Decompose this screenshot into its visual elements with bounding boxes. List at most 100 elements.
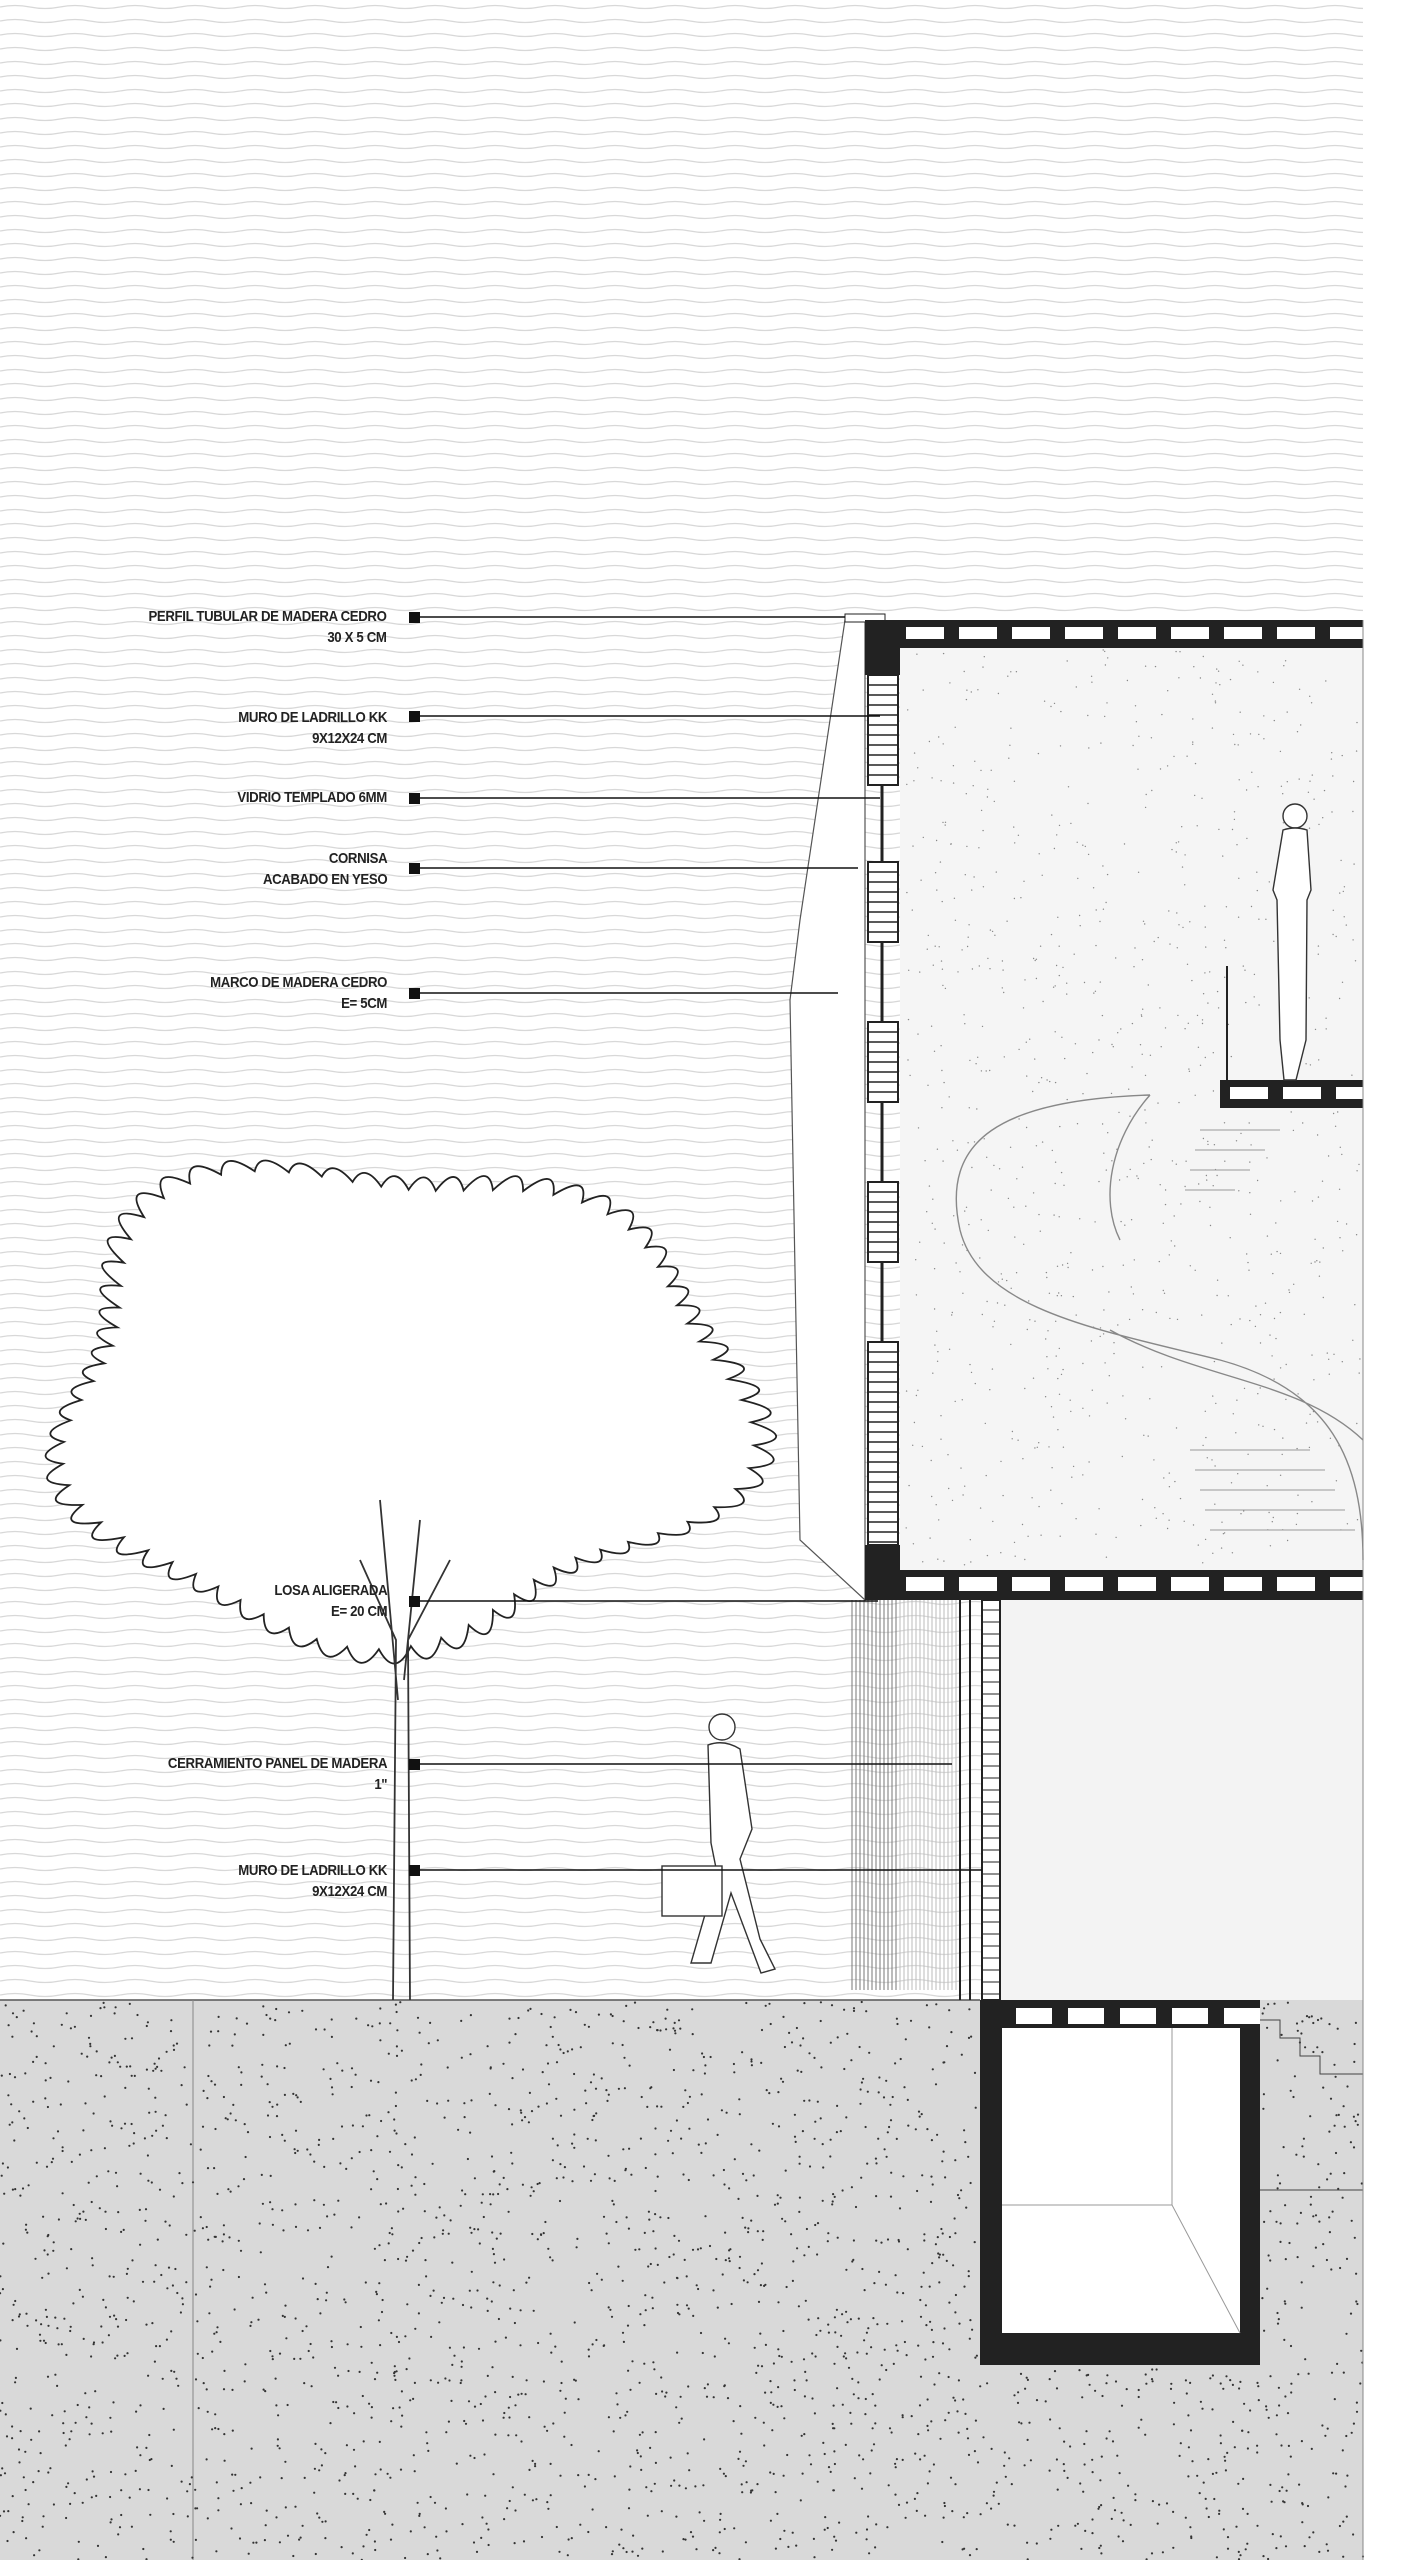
texture-dot <box>1 2401 4 2405</box>
texture-dot <box>1273 1378 1275 1380</box>
texture-dot <box>543 2425 546 2428</box>
texture-dot <box>530 2186 533 2189</box>
texture-dot <box>529 2007 532 2010</box>
texture-dot <box>378 2022 381 2025</box>
texture-dot <box>1284 2545 1288 2548</box>
texture-dot <box>377 2319 380 2322</box>
texture-dot <box>804 2299 807 2302</box>
texture-dot <box>1048 1446 1050 1448</box>
texture-dot <box>1286 781 1289 783</box>
texture-dot <box>1169 1317 1171 1320</box>
texture-dot <box>638 2433 642 2436</box>
texture-dot <box>1150 2552 1154 2555</box>
texture-dot <box>769 2380 772 2383</box>
texture-dot <box>1244 2548 1247 2551</box>
texture-dot <box>206 2097 209 2100</box>
texture-dot <box>1 2162 4 2165</box>
texture-dot <box>984 1422 986 1425</box>
texture-dot <box>1223 2455 1226 2458</box>
texture-dot <box>1257 2385 1260 2388</box>
texture-dot <box>894 2062 897 2065</box>
texture-dot <box>648 2218 651 2221</box>
texture-dot <box>1069 1399 1071 1401</box>
texture-dot <box>314 2442 317 2445</box>
texture-dot <box>1355 2300 1358 2303</box>
texture-dot <box>172 2195 175 2198</box>
texture-dot <box>1008 2457 1011 2460</box>
texture-dot <box>967 2453 971 2456</box>
texture-dot <box>546 2062 550 2065</box>
texture-dot <box>313 2160 316 2163</box>
texture-dot <box>1031 1497 1033 1499</box>
texture-dot <box>991 1368 994 1370</box>
texture-dot <box>483 2453 486 2456</box>
texture-dot <box>739 2405 742 2408</box>
texture-dot <box>559 2389 562 2392</box>
texture-dot <box>1256 2381 1259 2384</box>
texture-dot <box>627 2227 631 2230</box>
texture-dot <box>796 2069 799 2072</box>
texture-dot <box>1079 2482 1082 2485</box>
texture-dot <box>238 2537 242 2540</box>
texture-dot <box>630 2173 633 2176</box>
texture-dot <box>1222 855 1224 857</box>
texture-dot <box>832 2404 835 2407</box>
texture-dot <box>467 2400 471 2403</box>
texture-dot <box>1341 754 1343 757</box>
texture-dot <box>595 2112 598 2115</box>
texture-dot <box>983 1138 985 1140</box>
texture-dot <box>524 2393 527 2396</box>
texture-dot <box>1314 1261 1316 1263</box>
texture-dot <box>979 2385 982 2388</box>
texture-dot <box>1201 1019 1204 1021</box>
texture-dot <box>920 2285 923 2288</box>
texture-dot <box>447 2420 450 2423</box>
texture-dot <box>1293 1283 1295 1286</box>
texture-dot <box>1219 2382 1222 2385</box>
texture-dot <box>843 2008 846 2011</box>
texture-dot <box>445 2530 448 2533</box>
texture-dot <box>1333 2398 1336 2401</box>
texture-dot <box>387 2242 390 2245</box>
texture-dot <box>132 2300 135 2303</box>
texture-dot <box>1024 1387 1026 1390</box>
texture-dot <box>358 2370 361 2373</box>
texture-dot <box>618 2543 621 2546</box>
texture-dot <box>299 2100 302 2103</box>
texture-dot <box>787 2545 790 2548</box>
texture-dot <box>460 2379 463 2382</box>
texture-dot <box>1340 859 1342 862</box>
texture-dot <box>952 765 955 767</box>
texture-dot <box>418 2241 421 2245</box>
texture-dot <box>783 2529 786 2532</box>
texture-dot <box>966 689 968 691</box>
texture-dot <box>221 2240 224 2243</box>
texture-dot <box>1018 1048 1020 1051</box>
texture-dot <box>1194 1094 1196 1097</box>
texture-dot <box>1075 1518 1077 1520</box>
leader-marker <box>409 1596 420 1607</box>
texture-dot <box>994 934 996 936</box>
texture-dot <box>26 2126 29 2130</box>
texture-dot <box>283 2315 286 2318</box>
texture-dot <box>461 2303 465 2307</box>
texture-dot <box>1196 2474 1199 2477</box>
texture-dot <box>464 2193 467 2196</box>
texture-dot <box>917 1127 920 1129</box>
texture-dot <box>597 2450 600 2453</box>
texture-dot <box>1072 1295 1075 1298</box>
texture-dot <box>645 2486 648 2489</box>
texture-dot <box>823 2528 826 2531</box>
texture-dot <box>975 2548 978 2551</box>
texture-dot <box>1278 2404 1281 2407</box>
texture-dot <box>675 2276 679 2279</box>
texture-dot <box>1224 2459 1227 2462</box>
texture-dot <box>1094 990 1097 992</box>
texture-dot <box>201 2356 204 2360</box>
texture-dot <box>1207 1143 1209 1146</box>
texture-dot <box>0 2514 2 2517</box>
texture-dot <box>114 2171 118 2174</box>
texture-dot <box>1257 2399 1260 2402</box>
texture-dot <box>859 2102 862 2105</box>
texture-dot <box>1060 1373 1063 1376</box>
